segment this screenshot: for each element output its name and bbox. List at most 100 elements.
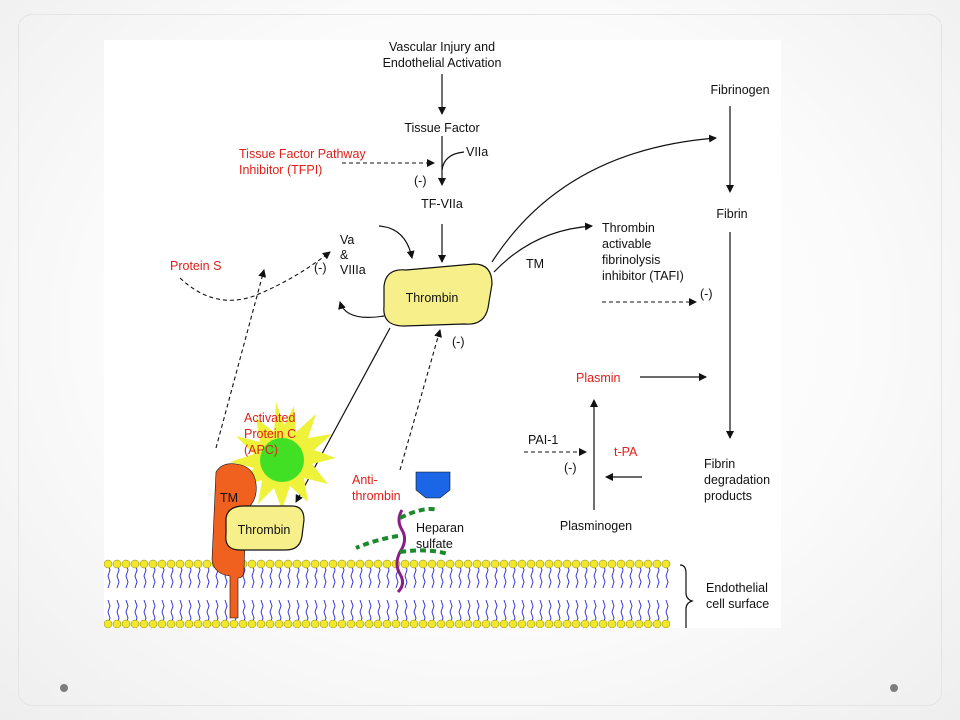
label-plasminogen: Plasminogen [560, 519, 632, 533]
label-tfpi-1: Tissue Factor Pathway [239, 147, 366, 161]
thrombin-main-shape [383, 263, 493, 327]
lipid-head [661, 619, 671, 628]
thrombin-membrane-shape [225, 505, 305, 551]
label-tpa: t-PA [614, 445, 638, 459]
lipid-head [472, 619, 482, 628]
label-fdp-2: degradation [704, 473, 770, 487]
heparan-dashes [355, 507, 449, 556]
lipid-head [409, 559, 419, 569]
lipid-head [265, 619, 275, 628]
lipid-head [175, 619, 185, 628]
lipid-head [283, 619, 293, 628]
lipid-head [607, 619, 617, 628]
lipid-tail [494, 563, 498, 625]
lipid-head [535, 619, 545, 628]
lipid-tail [593, 563, 597, 625]
lipid-tail [170, 563, 174, 625]
lipid-tail [485, 563, 489, 625]
lipid-tail [575, 563, 579, 625]
lipid-head [436, 619, 446, 628]
label-tafi-1: Thrombin [602, 221, 655, 235]
lipid-tail [422, 563, 426, 625]
label-va: Va [340, 233, 354, 247]
label-tm-main: TM [526, 257, 544, 271]
coagulation-diagram: Vascular Injury and Endothelial Activati… [104, 40, 770, 628]
label-apc-3: (APC) [244, 443, 278, 457]
lipid-head [121, 559, 131, 569]
lipid-head [157, 619, 167, 628]
lipid-head [391, 619, 401, 628]
lipid-head [130, 559, 140, 569]
lipid-head [481, 559, 491, 569]
lipid-head [382, 559, 392, 569]
lipid-head [580, 559, 590, 569]
lipid-tail [620, 563, 624, 625]
slide-border [18, 14, 942, 706]
lipid-head [409, 619, 419, 628]
lipid-head [175, 559, 185, 569]
label-plasmin: Plasmin [576, 371, 621, 385]
lipid-tail [134, 563, 138, 625]
label-neg-4: (-) [700, 287, 713, 301]
lipid-head [193, 619, 203, 628]
label-heparan-2: sulfate [416, 537, 453, 551]
label-fibrinogen: Fibrinogen [710, 83, 769, 97]
lipid-head [418, 619, 428, 628]
label-endothelial-2: cell surface [706, 597, 769, 611]
lipid-head [562, 559, 572, 569]
lipid-head [490, 619, 500, 628]
lipid-tail [440, 563, 444, 625]
lipid-head [571, 559, 581, 569]
lipid-bilayer-membrane [104, 559, 671, 628]
label-tafi-4: inhibitor (TAFI) [602, 269, 684, 283]
lipid-tail [611, 563, 615, 625]
lipid-head [346, 619, 356, 628]
label-fibrin: Fibrin [716, 207, 747, 221]
lipid-tail [449, 563, 453, 625]
lipid-head [157, 559, 167, 569]
lipid-tail [647, 563, 651, 625]
lipid-tail [314, 563, 318, 625]
lipid-tail [368, 563, 372, 625]
lipid-head [265, 559, 275, 569]
lipid-head [184, 619, 194, 628]
lipid-tail [566, 563, 570, 625]
lipid-head [130, 619, 140, 628]
lipid-head [589, 619, 599, 628]
lipid-tail [350, 563, 354, 625]
lipid-head [607, 559, 617, 569]
lipid-head [328, 619, 338, 628]
lipid-head [238, 619, 248, 628]
slide-bullet-right [890, 684, 898, 692]
label-viia: VIIa [466, 145, 488, 159]
lipid-head [463, 559, 473, 569]
label-pai1: PAI-1 [528, 433, 558, 447]
lipid-head [328, 559, 338, 569]
lipid-tail [458, 563, 462, 625]
lipid-tail [404, 563, 408, 625]
lipid-tail [377, 563, 381, 625]
label-thrombin-membrane: Thrombin [238, 523, 291, 537]
lipid-head [139, 619, 149, 628]
lipid-tail [332, 563, 336, 625]
lipid-tail [638, 563, 642, 625]
lipid-head [373, 619, 383, 628]
lipid-head [553, 559, 563, 569]
lipid-tail [323, 563, 327, 625]
lipid-head [310, 559, 320, 569]
lipid-head [247, 559, 257, 569]
lipid-head [220, 619, 230, 628]
lipid-tail [512, 563, 516, 625]
lipid-head [166, 559, 176, 569]
slide-bullet-left [60, 684, 68, 692]
label-neg-3: (-) [452, 335, 465, 349]
lipid-tail [395, 563, 399, 625]
lipid-head [104, 559, 113, 569]
lipid-tail [539, 563, 543, 625]
lipid-tail [179, 563, 183, 625]
lipid-head [481, 619, 491, 628]
lipid-head [652, 619, 662, 628]
label-viiia: VIIIa [340, 263, 366, 277]
lipid-head [184, 559, 194, 569]
label-tm-membrane: TM [220, 491, 238, 505]
